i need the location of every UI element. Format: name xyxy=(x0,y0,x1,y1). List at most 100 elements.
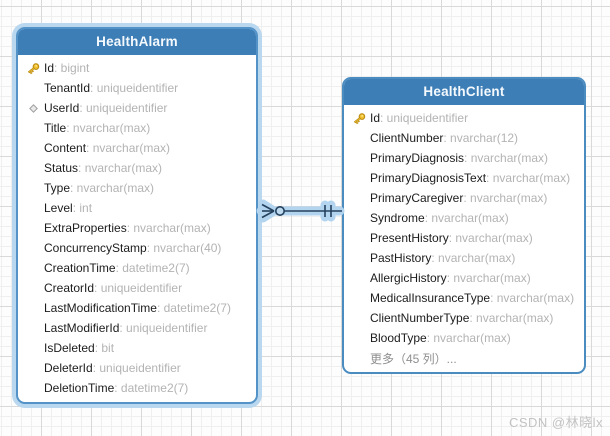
column-name: UserId xyxy=(44,101,80,115)
column-row-creationtime[interactable]: CreationTime: datetime2(7) xyxy=(18,258,256,278)
column-name: ConcurrencyStamp xyxy=(44,241,147,255)
column-type: : nvarchar(max) xyxy=(490,291,575,305)
column-name: Id xyxy=(370,111,381,125)
column-row-id[interactable]: Id: bigint xyxy=(18,58,256,78)
column-type: : uniqueidentifier xyxy=(92,361,181,375)
column-name: PastHistory xyxy=(370,251,432,265)
column-name: LastModificationTime xyxy=(44,301,157,315)
column-row-isdeleted[interactable]: IsDeleted: bit xyxy=(18,338,256,358)
column-type: : nvarchar(max) xyxy=(426,331,511,345)
primary-key-icon xyxy=(349,111,370,126)
more-columns-label: 更多（45 列）... xyxy=(370,351,457,366)
primary-key-icon xyxy=(23,61,44,76)
column-row-lastmodificationtime[interactable]: LastModificationTime: datetime2(7) xyxy=(18,298,256,318)
table-title-healthalarm[interactable]: HealthAlarm xyxy=(18,29,256,55)
unique-constraint-icon xyxy=(23,102,44,115)
column-row-medicalinsurancetype[interactable]: MedicalInsuranceType: nvarchar(max) xyxy=(344,288,584,308)
column-name: LastModifierId xyxy=(44,321,120,335)
column-type: : datetime2(7) xyxy=(115,261,190,275)
column-type: : nvarchar(max) xyxy=(70,181,155,195)
column-row-lastmodifierid[interactable]: LastModifierId: uniqueidentifier xyxy=(18,318,256,338)
column-name: PrimaryDiagnosis xyxy=(370,151,465,165)
column-type: : nvarchar(max) xyxy=(78,161,163,175)
column-type: : nvarchar(12) xyxy=(443,131,519,145)
table-title-healthclient[interactable]: HealthClient xyxy=(344,79,584,105)
column-row-creatorid[interactable]: CreatorId: uniqueidentifier xyxy=(18,278,256,298)
column-row-userid[interactable]: UserId: uniqueidentifier xyxy=(18,98,256,118)
column-type: : uniqueidentifier xyxy=(119,321,208,335)
column-row-presenthistory[interactable]: PresentHistory: nvarchar(max) xyxy=(344,228,584,248)
column-name: Status xyxy=(44,161,79,175)
column-type: : nvarchar(max) xyxy=(424,211,509,225)
column-row-extraproperties[interactable]: ExtraProperties: nvarchar(max) xyxy=(18,218,256,238)
column-row-clientnumber[interactable]: ClientNumber: nvarchar(12) xyxy=(344,128,584,148)
column-row-status[interactable]: Status: nvarchar(max) xyxy=(18,158,256,178)
column-type: : datetime2(7) xyxy=(156,301,231,315)
column-type: : nvarchar(max) xyxy=(448,231,533,245)
column-name: CreatorId xyxy=(44,281,95,295)
column-name: Id xyxy=(44,61,55,75)
column-type: : nvarchar(max) xyxy=(486,171,571,185)
column-row-allergichistory[interactable]: AllergicHistory: nvarchar(max) xyxy=(344,268,584,288)
column-type: : nvarchar(max) xyxy=(463,191,548,205)
column-name: Syndrome xyxy=(370,211,425,225)
column-row-primarydiagnosis[interactable]: PrimaryDiagnosis: nvarchar(max) xyxy=(344,148,584,168)
column-row-type[interactable]: Type: nvarchar(max) xyxy=(18,178,256,198)
column-name: PrimaryDiagnosisText xyxy=(370,171,487,185)
column-type: : nvarchar(max) xyxy=(66,121,151,135)
column-row-syndrome[interactable]: Syndrome: nvarchar(max) xyxy=(344,208,584,228)
column-name: AllergicHistory xyxy=(370,271,447,285)
cardinality-one-bars-icon xyxy=(324,205,332,217)
column-type: : nvarchar(40) xyxy=(146,241,222,255)
column-row-tenantid[interactable]: TenantId: uniqueidentifier xyxy=(18,78,256,98)
column-row-deletiontime[interactable]: DeletionTime: datetime2(7) xyxy=(18,378,256,398)
column-type: : int xyxy=(72,201,93,215)
column-type: : nvarchar(max) xyxy=(464,151,549,165)
column-name: MedicalInsuranceType xyxy=(370,291,491,305)
column-row-primarycaregiver[interactable]: PrimaryCaregiver: nvarchar(max) xyxy=(344,188,584,208)
column-name: CreationTime xyxy=(44,261,116,275)
column-type: : nvarchar(max) xyxy=(431,251,516,265)
column-name: Content xyxy=(44,141,87,155)
column-name: TenantId xyxy=(44,81,91,95)
column-row-bloodtype[interactable]: BloodType: nvarchar(max) xyxy=(344,328,584,348)
column-row-primarydiagnosistext[interactable]: PrimaryDiagnosisText: nvarchar(max) xyxy=(344,168,584,188)
column-name: DeletionTime xyxy=(44,381,115,395)
column-type: : nvarchar(max) xyxy=(126,221,211,235)
column-row-content[interactable]: Content: nvarchar(max) xyxy=(18,138,256,158)
column-name: PrimaryCaregiver xyxy=(370,191,464,205)
column-name: PresentHistory xyxy=(370,231,449,245)
column-name: Title xyxy=(44,121,67,135)
column-name: ExtraProperties xyxy=(44,221,127,235)
cardinality-many-crowsfoot-icon xyxy=(261,203,285,219)
column-name: IsDeleted xyxy=(44,341,95,355)
column-name: BloodType xyxy=(370,331,427,345)
column-name: DeleterId xyxy=(44,361,93,375)
column-row-pasthistory[interactable]: PastHistory: nvarchar(max) xyxy=(344,248,584,268)
column-name: ClientNumber xyxy=(370,131,444,145)
column-row-title[interactable]: Title: nvarchar(max) xyxy=(18,118,256,138)
column-type: : nvarchar(max) xyxy=(469,311,554,325)
column-name: Type xyxy=(44,181,71,195)
watermark-text: CSDN @林晓lx xyxy=(508,415,603,430)
column-row-id[interactable]: Id: uniqueidentifier xyxy=(344,108,584,128)
column-type: : datetime2(7) xyxy=(114,381,189,395)
column-name: ClientNumberType xyxy=(370,311,470,325)
column-type: : uniqueidentifier xyxy=(94,281,183,295)
column-type: : bigint xyxy=(54,61,90,75)
column-type: : nvarchar(max) xyxy=(446,271,531,285)
column-type: : uniqueidentifier xyxy=(380,111,469,125)
more-columns-row[interactable]: 更多（45 列）... xyxy=(344,348,584,368)
column-row-concurrencystamp[interactable]: ConcurrencyStamp: nvarchar(40) xyxy=(18,238,256,258)
column-row-clientnumbertype[interactable]: ClientNumberType: nvarchar(max) xyxy=(344,308,584,328)
column-type: : bit xyxy=(94,341,115,355)
column-row-level[interactable]: Level: int xyxy=(18,198,256,218)
column-row-deleterid[interactable]: DeleterId: uniqueidentifier xyxy=(18,358,256,378)
column-name: Level xyxy=(44,201,73,215)
column-type: : uniqueidentifier xyxy=(79,101,168,115)
